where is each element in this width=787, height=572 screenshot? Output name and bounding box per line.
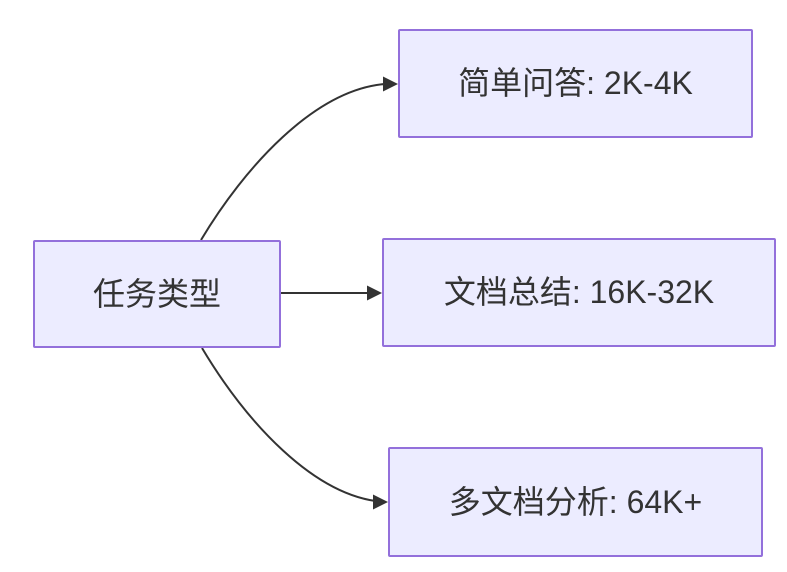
node-simple-qa: 简单问答: 2K-4K bbox=[398, 29, 753, 138]
node-task-type: 任务类型 bbox=[33, 240, 281, 348]
arrowhead-icon bbox=[367, 285, 382, 301]
edge-root-to-multidoc bbox=[201, 347, 386, 503]
node-doc-summary-label: 文档总结: 16K-32K bbox=[443, 274, 715, 311]
node-multidoc-analysis: 多文档分析: 64K+ bbox=[388, 447, 763, 557]
node-multidoc-analysis-label: 多文档分析: 64K+ bbox=[448, 483, 703, 520]
arrowhead-icon bbox=[383, 76, 398, 92]
arrowhead-icon bbox=[373, 494, 388, 510]
node-task-type-label: 任务类型 bbox=[92, 275, 221, 312]
node-doc-summary: 文档总结: 16K-32K bbox=[382, 238, 776, 347]
edge-root-to-simple-qa bbox=[200, 83, 386, 241]
node-simple-qa-label: 简单问答: 2K-4K bbox=[458, 65, 693, 102]
